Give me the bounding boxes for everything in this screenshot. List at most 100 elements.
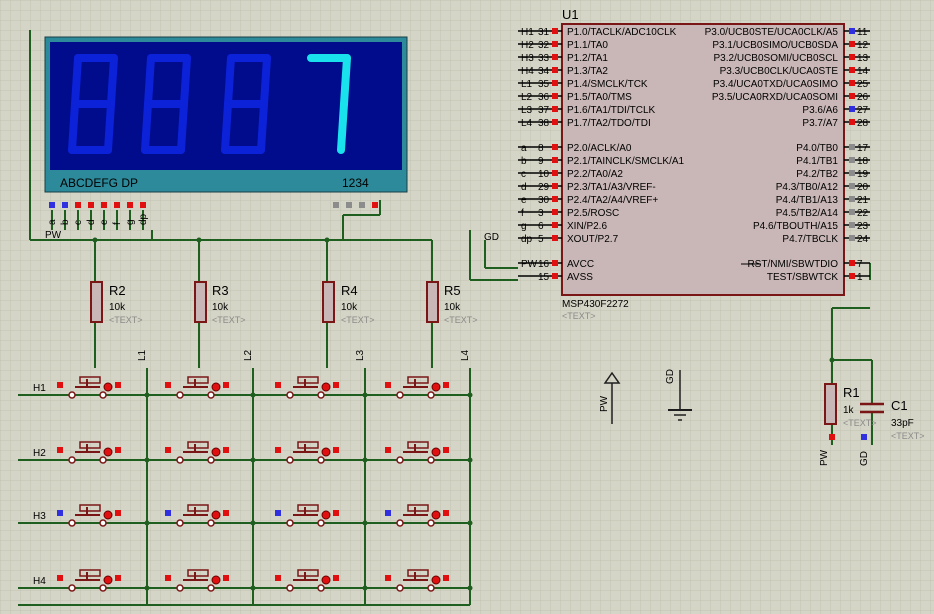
key-switch-led xyxy=(321,510,331,520)
keypad-row-label: H3 xyxy=(33,511,46,522)
key-switch[interactable] xyxy=(385,569,449,592)
mcu-right-pin-state xyxy=(849,260,855,266)
mcu-left-pin-number: 32 xyxy=(538,40,550,51)
mcu-right-pin-number: 7 xyxy=(857,259,863,270)
key-switch-terminal xyxy=(396,584,404,592)
lcd-segment-e xyxy=(221,100,232,154)
resistor-r3-text: <TEXT> xyxy=(212,315,246,325)
wire-junction xyxy=(467,392,473,398)
key-switch[interactable] xyxy=(275,376,339,399)
key-switch[interactable] xyxy=(165,569,229,592)
key-switch[interactable] xyxy=(165,504,229,527)
key-switch[interactable] xyxy=(57,504,121,527)
mcu-left-pin-number: 33 xyxy=(538,53,550,64)
wire-junction xyxy=(250,392,256,398)
resistor-r1[interactable]: R1 1k <TEXT> xyxy=(824,383,877,428)
mcu-chip[interactable]: U1 MSP430F2272 <TEXT> xyxy=(561,7,845,321)
key-switch[interactable] xyxy=(57,441,121,464)
key-switch[interactable] xyxy=(275,504,339,527)
key-switch-terminal xyxy=(317,391,325,399)
mcu-right-pin-number: 21 xyxy=(857,195,869,206)
mcu-right-pin-number: 13 xyxy=(857,53,869,64)
wires xyxy=(18,30,873,606)
ground-terminal-label: GD xyxy=(665,369,676,384)
key-switch-pin-state xyxy=(223,447,229,453)
resistor-r5-text: <TEXT> xyxy=(444,315,478,325)
key-switch[interactable] xyxy=(165,441,229,464)
resistor-r4-text: <TEXT> xyxy=(341,315,375,325)
resistor-r1-value: 1k xyxy=(843,405,855,416)
mcu-right-pin-number: 19 xyxy=(857,169,869,180)
mcu-left-pin-state xyxy=(552,222,558,228)
key-switch[interactable] xyxy=(385,441,449,464)
key-switch-terminal xyxy=(427,456,435,464)
mcu-left-pin-state xyxy=(552,119,558,125)
mcu-right-pin-number: 24 xyxy=(857,234,869,245)
mcu-right-pin-number: 12 xyxy=(857,40,869,51)
mcu-left-pin-label: P1.7/TA2/TDO/TDI xyxy=(567,118,651,129)
power-terminal[interactable]: PW xyxy=(599,371,621,424)
key-switch-cap xyxy=(297,504,319,512)
wire-junction xyxy=(144,520,150,526)
lcd-segment-pin xyxy=(62,202,68,208)
key-switch-pin-state xyxy=(115,382,121,388)
key-switch-terminal xyxy=(207,519,215,527)
mcu-right-pin-number: 18 xyxy=(857,156,869,167)
key-switch-pin-state xyxy=(115,575,121,581)
keypad-matrix xyxy=(57,376,449,592)
key-switch[interactable] xyxy=(385,376,449,399)
key-switch-pin-state xyxy=(275,382,281,388)
wire-junction xyxy=(250,585,256,591)
key-switch-pin-state xyxy=(165,510,171,516)
mcu-left-net-label: L4 xyxy=(521,118,533,129)
key-switch-terminal xyxy=(286,456,294,464)
lcd-segment-pin xyxy=(75,202,81,208)
mcu-left-pin-state xyxy=(552,273,558,279)
lcd-display[interactable]: ABCDEFG DP 1234 xyxy=(44,36,408,193)
wire-junction xyxy=(467,520,473,526)
key-switch-terminal xyxy=(207,584,215,592)
lcd-digit-pin xyxy=(372,202,378,208)
capacitor-c1-value: 33pF xyxy=(891,418,914,429)
resistor-r5[interactable]: R5 10k <TEXT> xyxy=(426,281,478,325)
lcd-digit-pin xyxy=(346,202,352,208)
key-switch-terminal xyxy=(317,456,325,464)
wire-junction xyxy=(144,585,150,591)
ground-terminal[interactable]: GD xyxy=(665,369,692,421)
capacitor-c1[interactable]: C1 33pF <TEXT> xyxy=(860,398,925,441)
key-switch-terminal xyxy=(176,584,184,592)
wire-junction xyxy=(196,237,202,243)
mcu-left-pin-label: XIN/P2.6 xyxy=(567,221,607,232)
lcd-digit-pin xyxy=(359,202,365,208)
resistor-r3[interactable]: R3 10k <TEXT> xyxy=(194,281,246,325)
keypad-col-label: L2 xyxy=(243,349,254,361)
mcu-left-pin-number: 34 xyxy=(538,66,550,77)
key-switch-pin-state xyxy=(333,447,339,453)
resistor-r2[interactable]: R2 10k <TEXT> xyxy=(90,281,143,325)
key-switch-led xyxy=(321,382,331,392)
lcd-segment-e xyxy=(141,100,152,154)
mcu-right-pin-label: P3.2/UCB0SOMI/UCB0SCL xyxy=(714,53,839,64)
key-switch-led xyxy=(321,447,331,457)
key-switch[interactable] xyxy=(385,504,449,527)
key-switch-terminal xyxy=(286,391,294,399)
mcu-left-pin-number: 35 xyxy=(538,79,550,90)
key-switch-pin-state xyxy=(165,382,171,388)
key-switch-led xyxy=(431,382,441,392)
resistor-r4[interactable]: R4 10k <TEXT> xyxy=(322,281,375,325)
keypad-col-label: L1 xyxy=(137,349,148,361)
mcu-left-pin-label: P2.1/TAINCLK/SMCLK/A1 xyxy=(567,156,685,167)
key-switch-pin-state xyxy=(443,447,449,453)
key-switch[interactable] xyxy=(165,376,229,399)
mcu-right-pin-state xyxy=(849,67,855,73)
mcu-ref: U1 xyxy=(562,7,579,22)
key-switch[interactable] xyxy=(57,569,121,592)
mcu-right-pin-state xyxy=(849,80,855,86)
mcu-left-pin-number: 8 xyxy=(538,143,544,154)
key-switch[interactable] xyxy=(275,569,339,592)
lcd-pin-label: f xyxy=(112,222,123,225)
key-switch-terminal xyxy=(286,519,294,527)
mcu-left-pin-state xyxy=(552,54,558,60)
key-switch[interactable] xyxy=(275,441,339,464)
key-switch[interactable] xyxy=(57,376,121,399)
